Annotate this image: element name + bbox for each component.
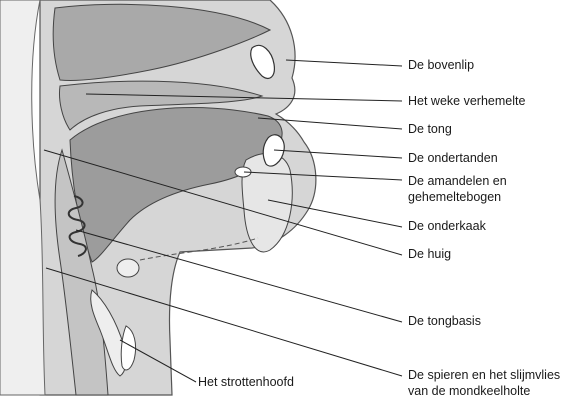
label-spieren-2: van de mondkeelholte [408, 384, 530, 399]
label-amandelen-1: De amandelen en [408, 174, 507, 189]
label-weke-verhemelte: Het weke verhemelte [408, 94, 525, 109]
label-tongbasis: De tongbasis [408, 314, 481, 329]
lower-jaw [242, 153, 292, 251]
label-ondertanden: De ondertanden [408, 151, 498, 166]
label-amandelen-2: gehemeltebogen [408, 190, 501, 205]
label-bovenlip: De bovenlip [408, 58, 474, 73]
label-spieren-1: De spieren en het slijmvlies [408, 368, 560, 383]
label-onderkaak: De onderkaak [408, 219, 486, 234]
label-huig: De huig [408, 247, 451, 262]
label-tong: De tong [408, 122, 452, 137]
hyoid [117, 259, 139, 277]
neck-back [0, 0, 45, 395]
label-strottenhoofd: Het strottenhoofd [198, 375, 294, 390]
